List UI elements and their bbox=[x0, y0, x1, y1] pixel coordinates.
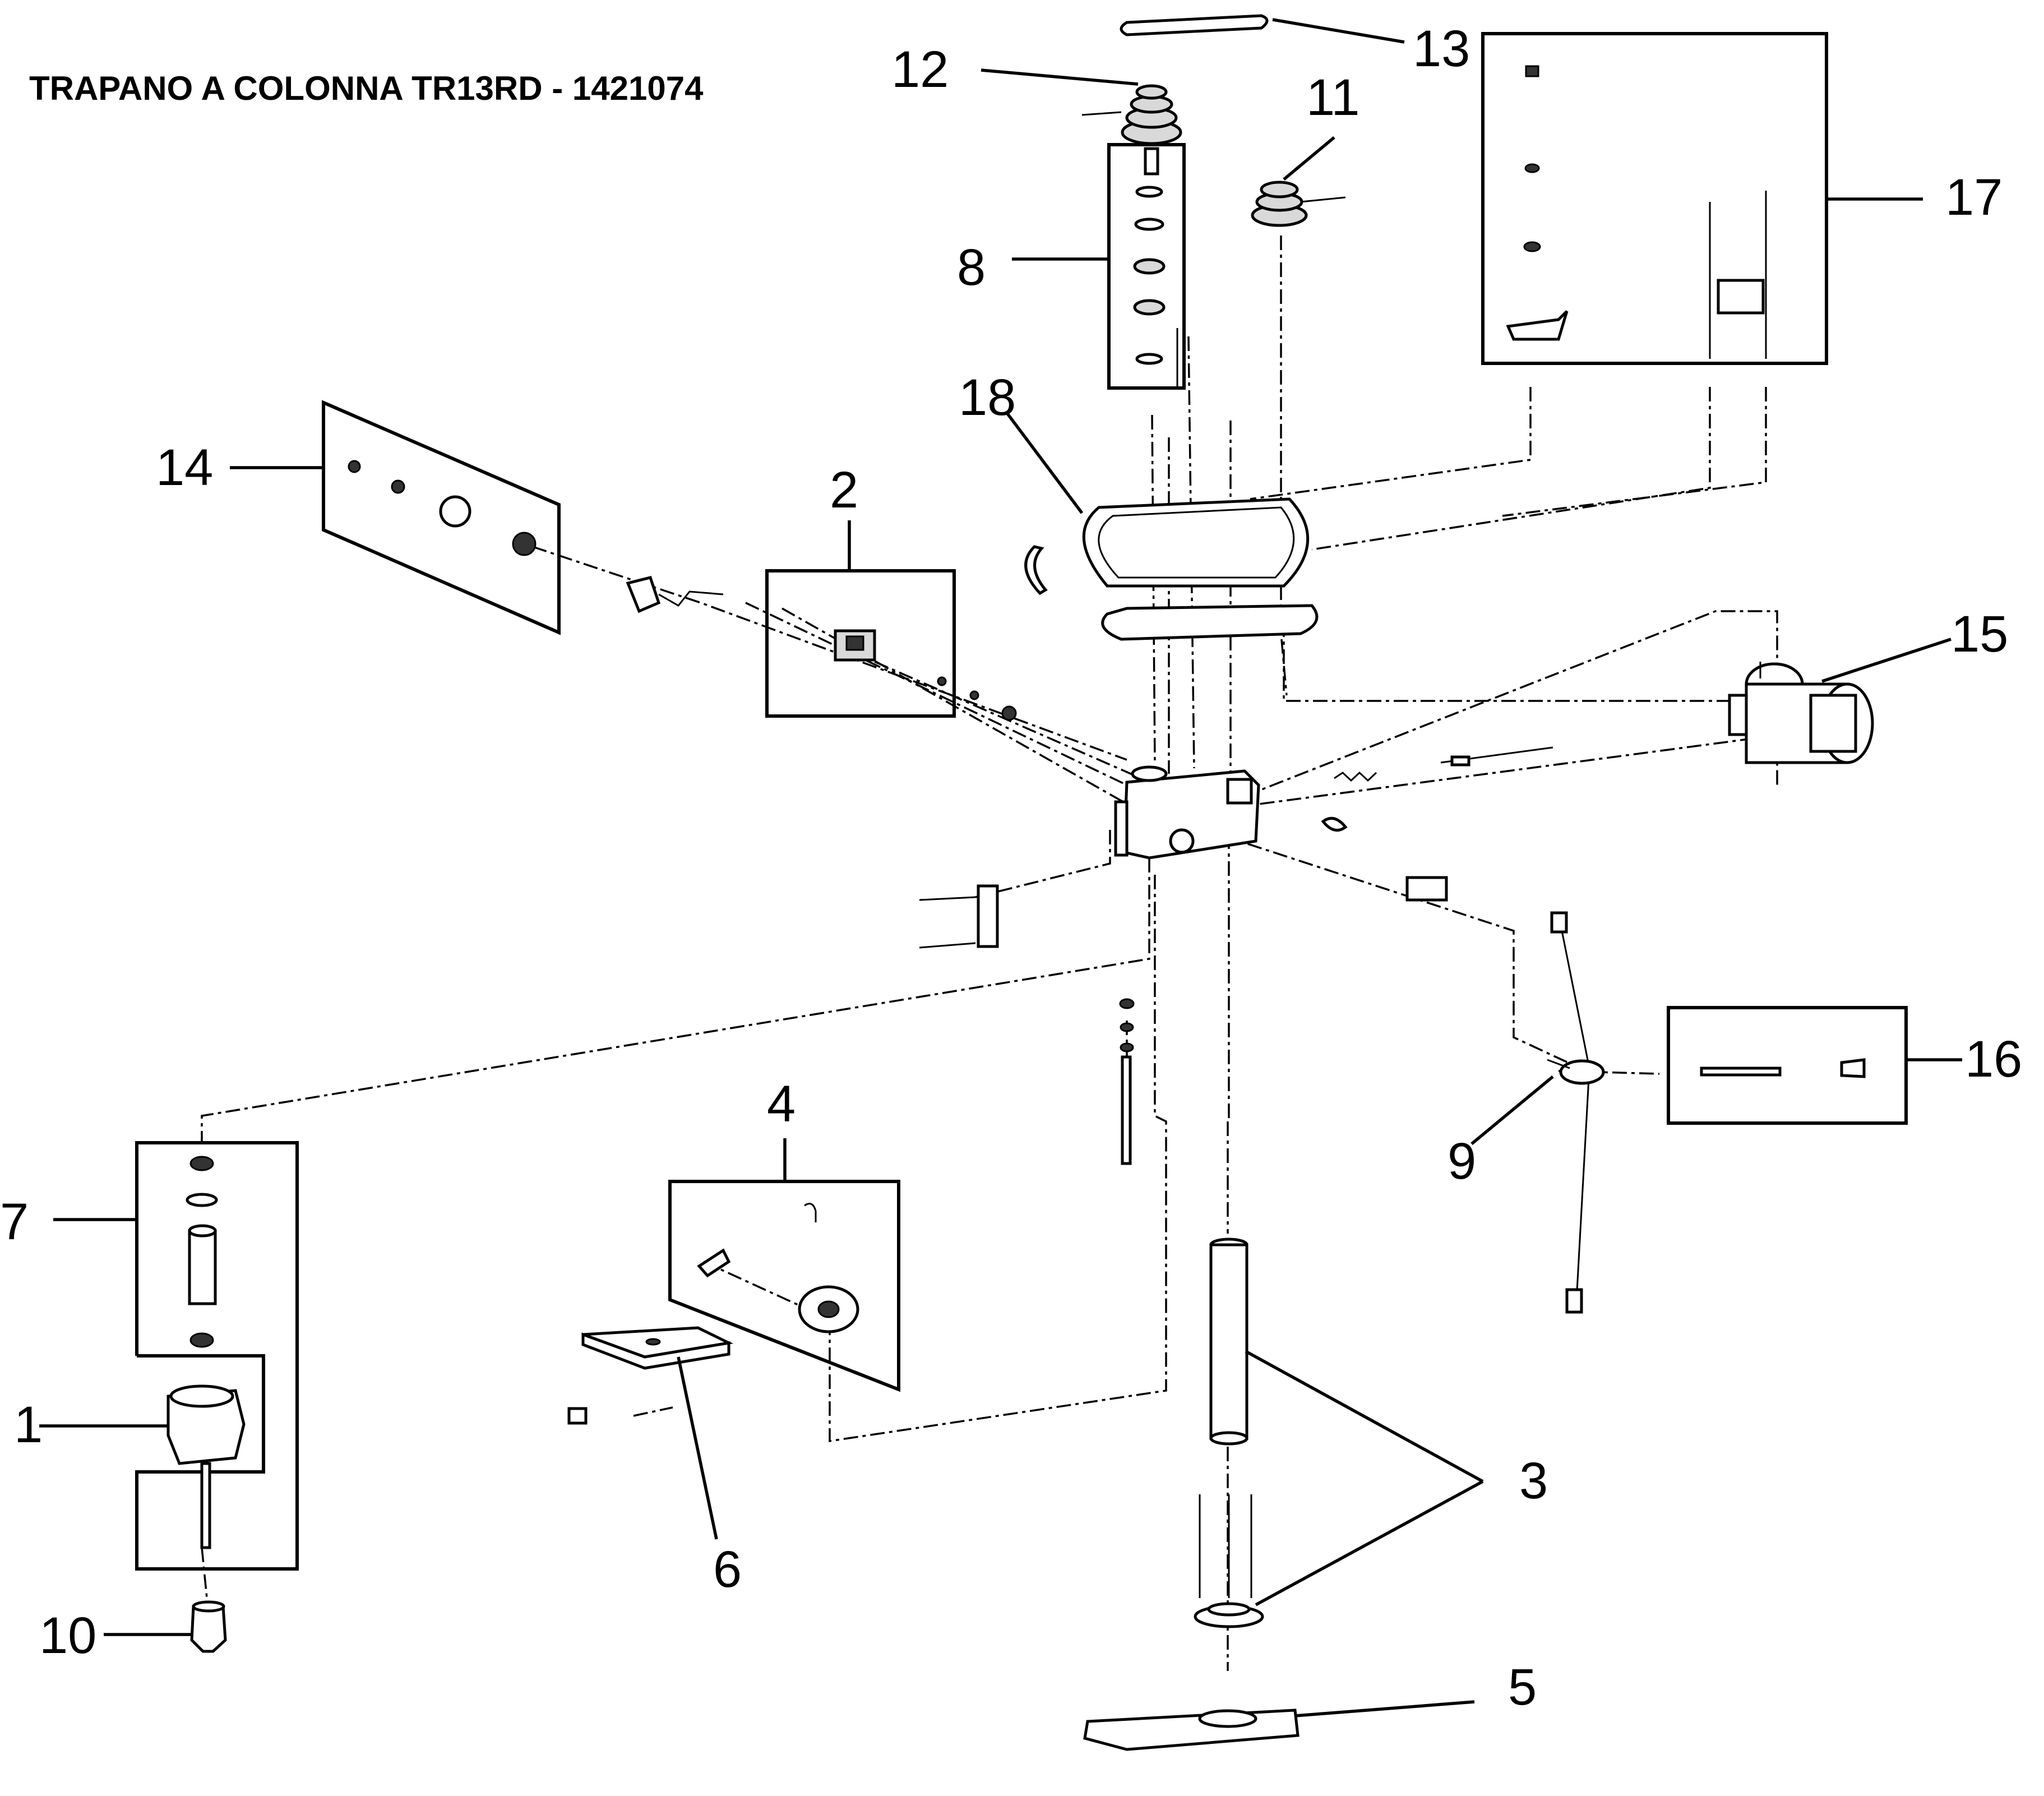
depth-scale-part bbox=[919, 876, 1448, 949]
callout-1: 1 bbox=[14, 1396, 43, 1453]
callout-11: 11 bbox=[1306, 69, 1360, 126]
belt-guard-part bbox=[1024, 497, 1319, 641]
group-frame-2 bbox=[765, 569, 956, 718]
chuck-part bbox=[190, 1600, 227, 1653]
base-part bbox=[1083, 1709, 1300, 1751]
group-frame-14 bbox=[322, 400, 561, 635]
callout-2: 2 bbox=[830, 461, 858, 519]
callout-9: 9 bbox=[1448, 1133, 1476, 1190]
column-flange-part bbox=[1194, 1494, 1264, 1628]
callout-14: 14 bbox=[156, 439, 213, 496]
callout-7: 7 bbox=[0, 1193, 29, 1250]
group-frame-4 bbox=[668, 1180, 900, 1392]
spindle-housing-part bbox=[167, 1384, 246, 1549]
callout-4: 4 bbox=[767, 1075, 796, 1133]
motor-pulley-part bbox=[1251, 181, 1346, 227]
callout-3: 3 bbox=[1519, 1452, 1548, 1509]
motor-part bbox=[1728, 662, 1874, 764]
callout-5: 5 bbox=[1508, 1659, 1537, 1716]
drill-head-part bbox=[1114, 765, 1260, 860]
column-part bbox=[1209, 1238, 1248, 1446]
spindle-pulley-part bbox=[1081, 84, 1182, 176]
callout-16: 16 bbox=[1965, 1031, 2022, 1088]
callout-17: 17 bbox=[1945, 169, 2003, 226]
group-frame-17 bbox=[1481, 32, 1828, 365]
group-frame-16 bbox=[1667, 1006, 1908, 1125]
belt-part bbox=[1120, 14, 1269, 36]
leader-lines bbox=[39, 18, 1962, 1717]
group-frame-7 bbox=[135, 1141, 299, 1571]
switch-box-part bbox=[834, 629, 1017, 721]
callout-6: 6 bbox=[713, 1541, 742, 1598]
quill-part bbox=[186, 1156, 218, 1348]
callout-12: 12 bbox=[891, 41, 949, 98]
work-table-part bbox=[567, 1326, 734, 1425]
callout-10: 10 bbox=[39, 1607, 96, 1664]
callout-13: 13 bbox=[1413, 20, 1470, 77]
table-bracket-part bbox=[697, 1203, 859, 1333]
quill-internals-part bbox=[1133, 186, 1178, 387]
guard-switch-parts bbox=[1506, 65, 1767, 359]
handle-rod-part bbox=[1700, 1058, 1866, 1078]
spindle-rod-part bbox=[1119, 998, 1135, 1165]
power-cord-part bbox=[348, 460, 724, 613]
callout-18: 18 bbox=[959, 369, 1016, 426]
callout-8: 8 bbox=[957, 239, 986, 296]
spring-shaft-part bbox=[1321, 746, 1553, 832]
diagram-title: TRAPANO A COLONNA TR13RD - 1421074 bbox=[29, 70, 704, 107]
callout-15: 15 bbox=[1951, 606, 2008, 663]
feed-handle-part bbox=[1547, 911, 1605, 1314]
callout-labels: 12 13 11 8 17 18 14 2 15 16 9 4 7 1 10 6… bbox=[0, 20, 2022, 1716]
